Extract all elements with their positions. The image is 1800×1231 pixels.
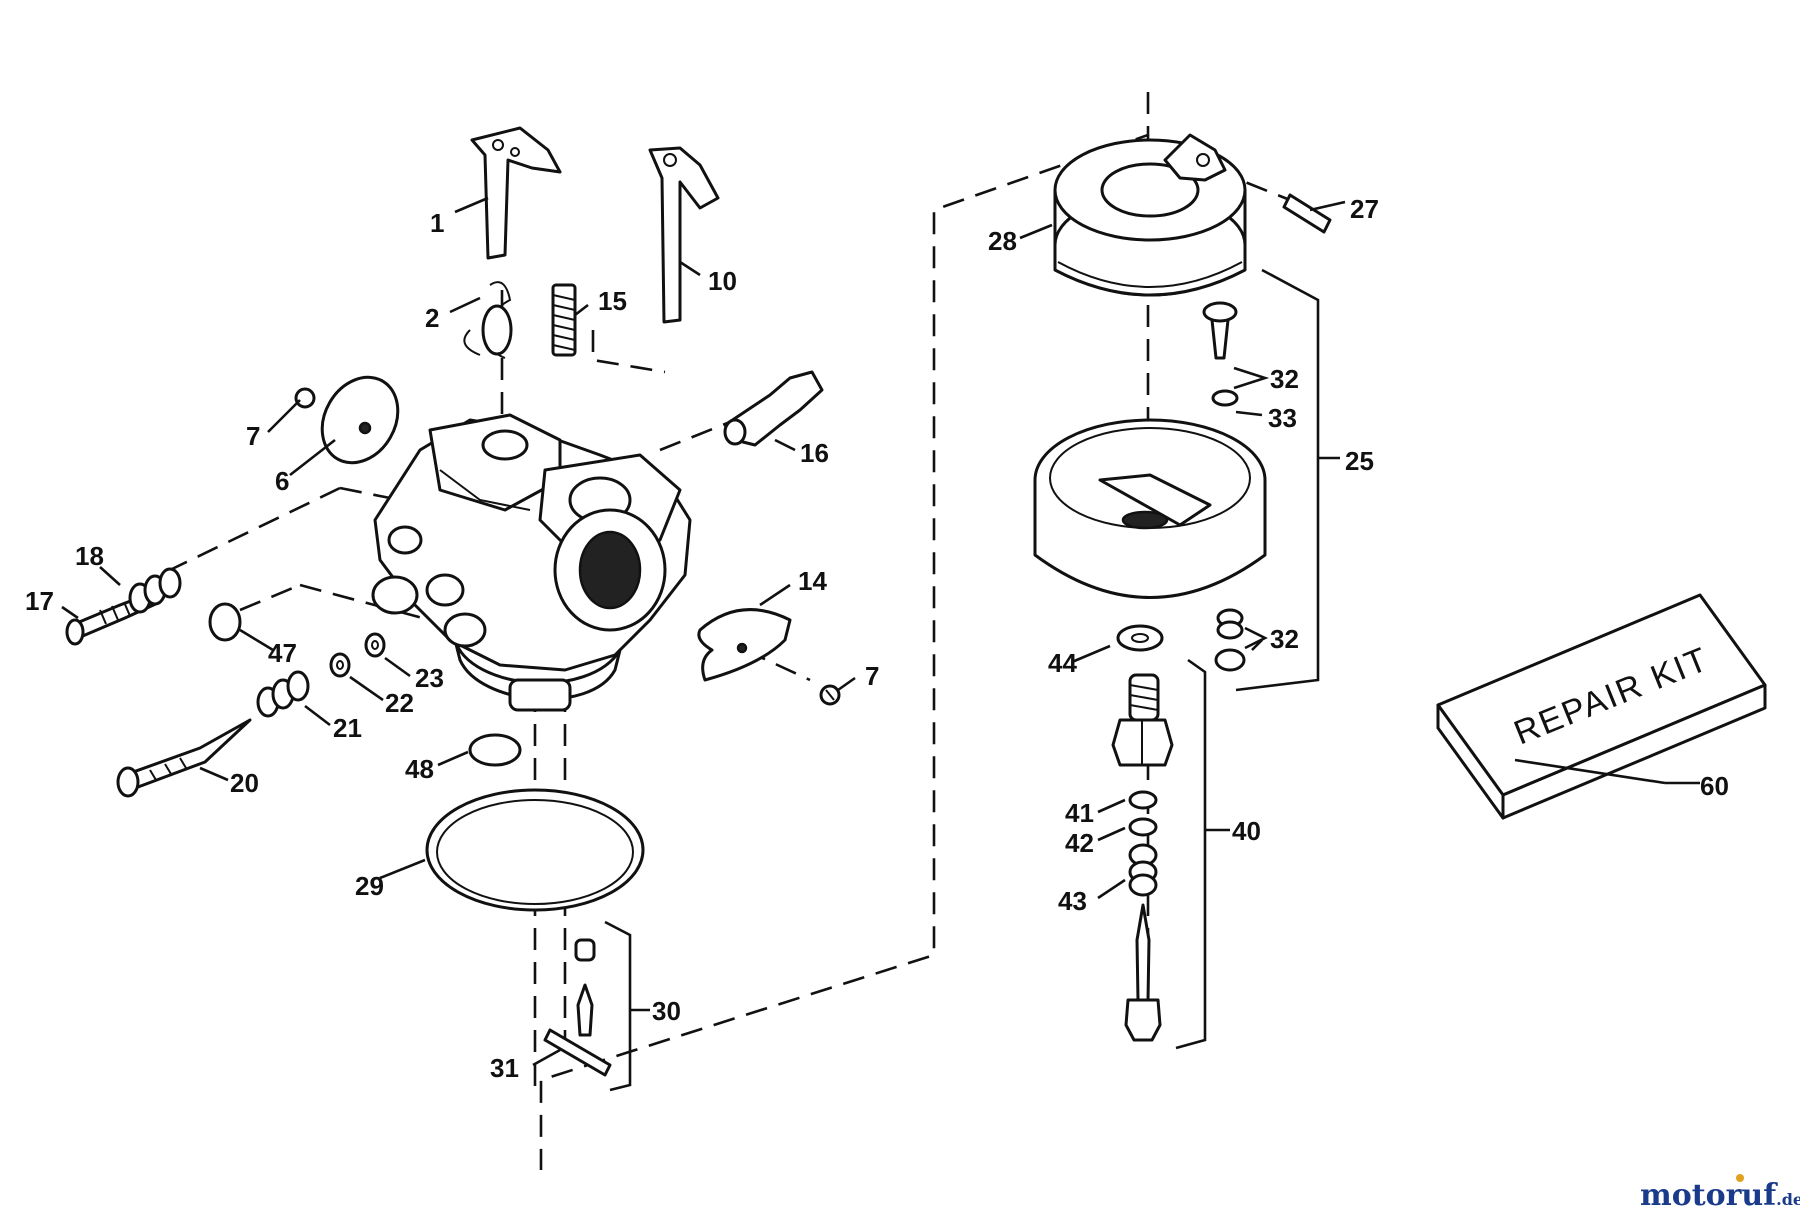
repair-kit-box: REPAIR KIT xyxy=(1436,593,1767,820)
callout-27: 27 xyxy=(1350,194,1379,224)
callout-42: 42 xyxy=(1065,828,1094,858)
callout-17: 17 xyxy=(25,586,54,616)
callout-32a: 32 xyxy=(1270,364,1299,394)
callout-10: 10 xyxy=(708,266,737,296)
watermark-suffix: .de xyxy=(1776,1190,1800,1209)
callout-25: 25 xyxy=(1345,446,1374,476)
throttle-plate-part xyxy=(294,375,400,465)
idle-screw-spring-part xyxy=(551,283,577,357)
callout-6: 6 xyxy=(275,466,289,496)
callout-7a: 7 xyxy=(246,421,260,451)
main-spring-part xyxy=(256,670,310,718)
callout-7b: 7 xyxy=(865,661,879,691)
float-hinge-pin-part xyxy=(1202,301,1238,360)
washer-44-part xyxy=(1116,624,1164,652)
callout-16: 16 xyxy=(800,438,829,468)
callout-48: 48 xyxy=(405,754,434,784)
svg-text:motoruf.de: motoruf.de xyxy=(1640,1178,1800,1213)
needle-clip-part xyxy=(543,1028,612,1077)
fuel-fitting-part xyxy=(723,370,824,447)
callout-14: 14 xyxy=(798,566,827,596)
callout-44: 44 xyxy=(1048,648,1077,678)
needle-valve-part xyxy=(1124,903,1162,1042)
callout-labels: 1 2 7 6 10 15 16 14 7 18 17 47 23 22 21 … xyxy=(25,194,1729,1083)
washer-42-part xyxy=(1128,817,1158,837)
inlet-needle-part xyxy=(574,938,596,1037)
callout-43: 43 xyxy=(1058,886,1087,916)
spring-part xyxy=(463,281,513,359)
watermark-logo: motoruf.de xyxy=(1640,1174,1800,1213)
watermark-dot-icon xyxy=(1736,1174,1744,1182)
callout-32b: 32 xyxy=(1270,624,1299,654)
callout-20: 20 xyxy=(230,768,259,798)
washer-22-part xyxy=(329,652,351,678)
callout-2: 2 xyxy=(425,303,439,333)
choke-screw-part xyxy=(819,684,841,706)
main-jet-assembly-part xyxy=(1111,673,1174,767)
float-part xyxy=(1053,133,1247,297)
callout-31: 31 xyxy=(490,1053,519,1083)
o-ring-41-part xyxy=(1128,790,1158,810)
callout-29: 29 xyxy=(355,871,384,901)
float-pin-part xyxy=(1282,193,1332,234)
callout-30: 30 xyxy=(652,996,681,1026)
float-bowl-part xyxy=(1033,418,1267,599)
float-spring-part xyxy=(1214,608,1246,672)
welch-plug-48-part xyxy=(468,733,522,767)
choke-shaft-part xyxy=(648,146,720,324)
welch-plug-47-part xyxy=(208,602,242,642)
callout-21: 21 xyxy=(333,713,362,743)
leader-lines xyxy=(61,196,1700,1092)
callout-15: 15 xyxy=(598,286,627,316)
bowl-gasket-part xyxy=(425,788,645,912)
choke-plate-part xyxy=(697,608,792,682)
callout-28: 28 xyxy=(988,226,1017,256)
callout-40: 40 xyxy=(1232,816,1261,846)
callout-41: 41 xyxy=(1065,798,1094,828)
carburetor-body xyxy=(371,413,692,712)
washer-33-part xyxy=(1211,389,1239,407)
callout-23: 23 xyxy=(415,663,444,693)
watermark-brand: motoruf xyxy=(1640,1178,1778,1213)
throttle-shaft-part xyxy=(470,126,562,260)
callout-60: 60 xyxy=(1700,771,1729,801)
idle-spring-part xyxy=(128,567,182,614)
main-mixture-screw-part xyxy=(116,718,252,798)
washer-23-part xyxy=(364,632,386,658)
spring-43-part xyxy=(1128,843,1158,897)
callout-47: 47 xyxy=(268,638,297,668)
callout-33: 33 xyxy=(1268,403,1297,433)
callout-18: 18 xyxy=(75,541,104,571)
callout-22: 22 xyxy=(385,688,414,718)
callout-1: 1 xyxy=(430,208,444,238)
